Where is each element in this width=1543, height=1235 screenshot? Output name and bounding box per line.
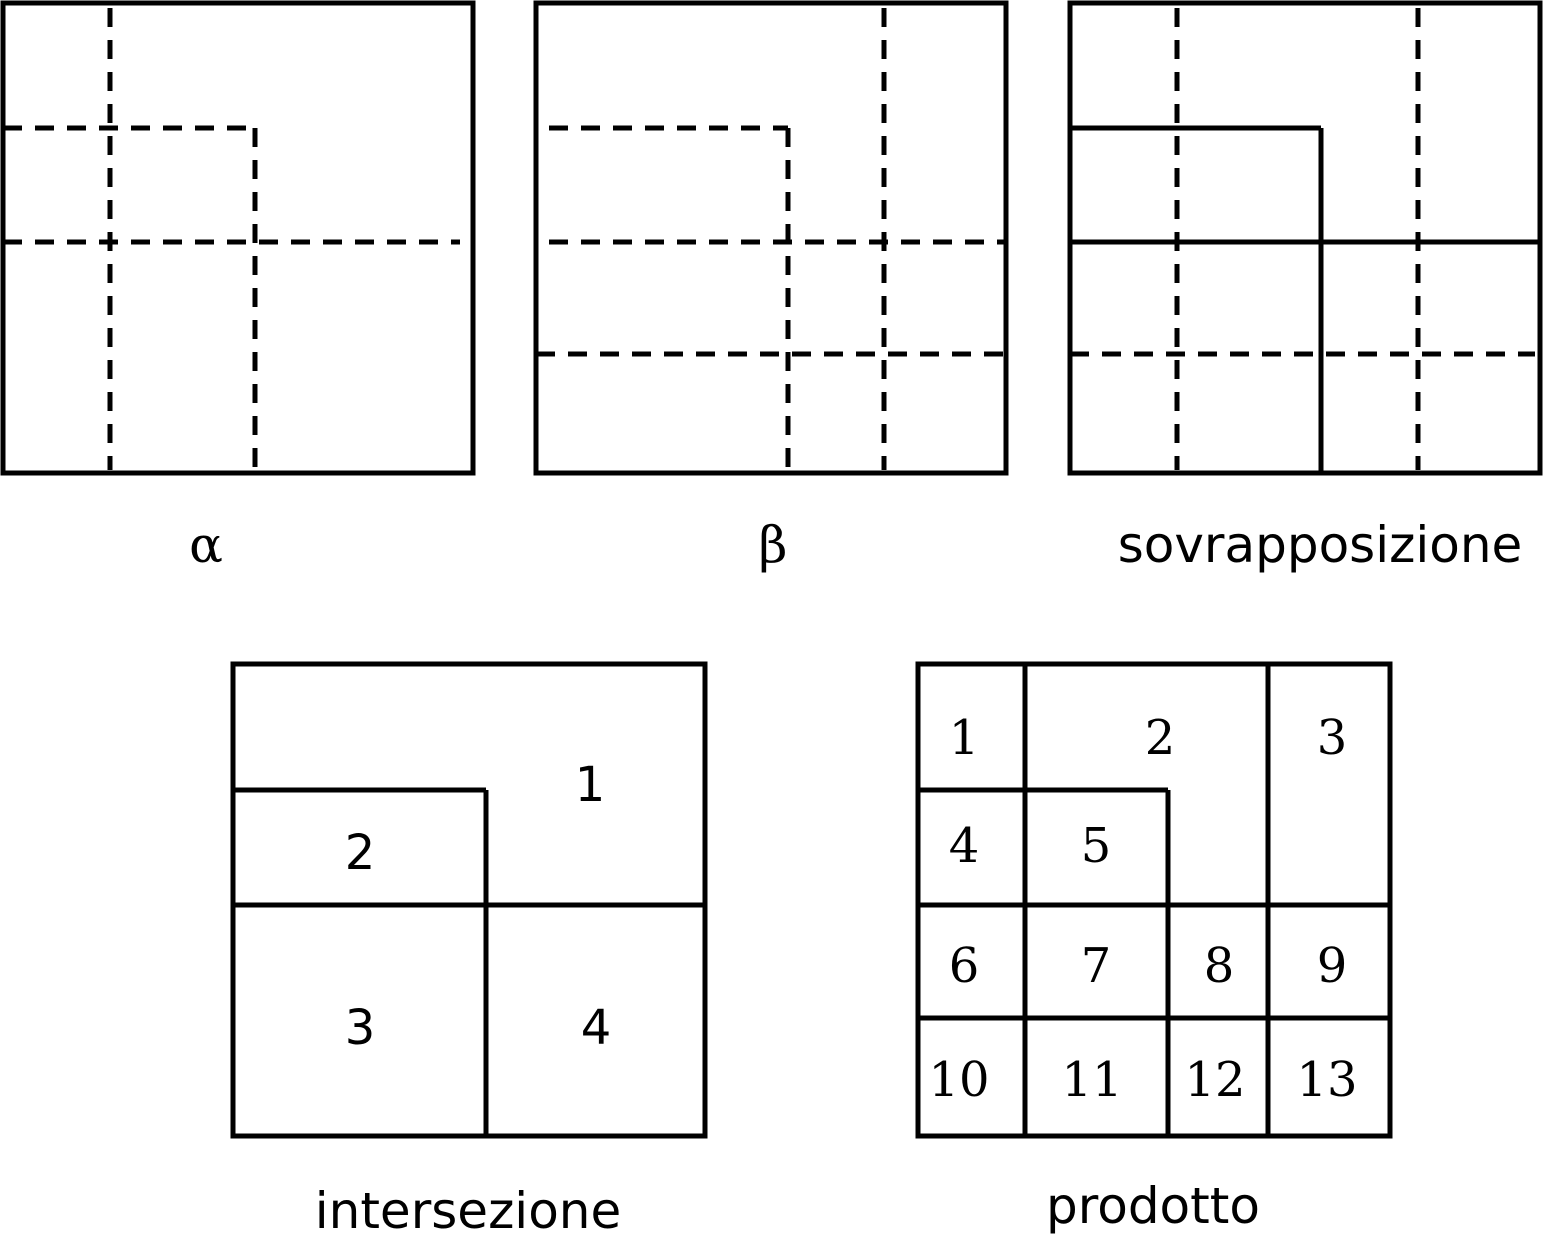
overlap-panel: sovrapposizione [1067, 0, 1543, 574]
beta-frame [533, 0, 1009, 476]
intersection-panel: 1 2 3 4 intersezione [230, 661, 708, 1235]
product-region-label: 9 [1317, 938, 1348, 994]
overlap-frame [1067, 0, 1543, 476]
intersection-caption: intersezione [315, 1182, 622, 1235]
intersection-region-label: 3 [345, 1000, 376, 1056]
product-region-label: 6 [949, 938, 980, 994]
product-region-label: 8 [1204, 938, 1235, 994]
product-region-label: 1 [949, 710, 980, 766]
product-caption: prodotto [1046, 1177, 1260, 1235]
product-region-label: 4 [949, 818, 980, 874]
product-frame [915, 661, 1393, 1139]
product-region-label: 2 [1145, 710, 1176, 766]
overlap-caption: sovrapposizione [1118, 516, 1523, 574]
intersection-region-label: 1 [575, 757, 606, 813]
product-panel: 1 2 3 4 5 6 7 8 9 10 11 12 13 prodotto [915, 661, 1393, 1235]
beta-panel: β [533, 0, 1009, 574]
product-region-label: 5 [1081, 818, 1112, 874]
product-region-label: 11 [1061, 1052, 1122, 1108]
alpha-panel: α [0, 0, 476, 574]
product-region-label: 12 [1184, 1052, 1245, 1108]
intersection-frame [230, 661, 708, 1139]
intersection-region-label: 2 [345, 825, 376, 881]
beta-caption: β [759, 516, 788, 574]
alpha-caption: α [189, 516, 223, 574]
product-region-label: 10 [928, 1052, 989, 1108]
product-region-label: 3 [1317, 710, 1348, 766]
product-region-label: 7 [1081, 938, 1112, 994]
product-region-label: 13 [1296, 1052, 1357, 1108]
alpha-frame [0, 0, 476, 476]
intersection-region-label: 4 [581, 1000, 612, 1056]
